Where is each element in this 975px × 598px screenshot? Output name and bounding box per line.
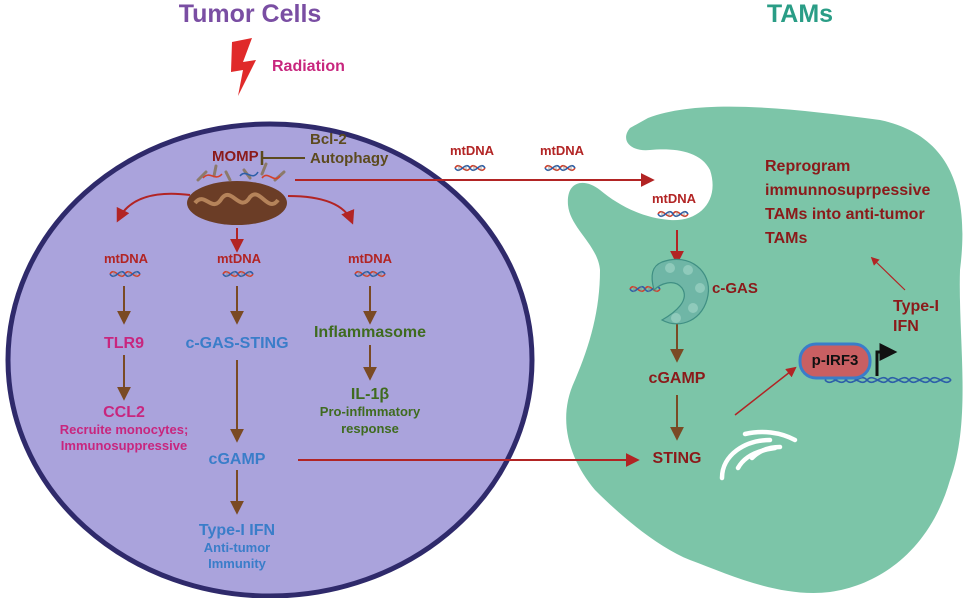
tam-mtdna-label: mtDNA <box>652 191 697 206</box>
radiation-bolt-icon <box>231 38 256 96</box>
tumor-ifn-label: Type-I IFN <box>198 522 276 539</box>
reprogram-line4: TAMs <box>765 230 808 247</box>
ccl2-effect-line1: Recruite monocytes; <box>59 422 189 437</box>
tumor-cgamp-label: cGAMP <box>208 451 266 468</box>
arrow-sting-to-irf3 <box>734 366 797 416</box>
transcription-arrow-icon <box>875 343 898 376</box>
transit-mtdna-label: mtDNA <box>450 143 495 158</box>
mitochondrion-icon <box>187 162 287 225</box>
proinflammatory-line1: Pro-inflmmatory <box>319 404 421 419</box>
tam-ifn-line2: IFN <box>893 318 919 335</box>
tam-ifn-line1: Type-I <box>893 298 939 315</box>
pirf3-label: p-IRF3 <box>811 352 859 369</box>
arrow-ifn-to-reprogram <box>870 256 906 291</box>
pirf3-box <box>798 342 872 380</box>
proinflammatory-line2: response <box>341 421 399 436</box>
tam-cgas-label: c-GAS <box>712 280 758 297</box>
transit-mtdna-label: mtDNA <box>540 143 585 158</box>
title-tams: TAMs <box>766 0 834 28</box>
momp-label: MOMP <box>212 148 259 165</box>
tlr9-label: TLR9 <box>104 335 144 352</box>
reprogram-line2: immunnosuprpessive <box>765 182 931 199</box>
inflammasome-label: Inflammasome <box>313 324 427 341</box>
bcl2-label: Bcl-2 <box>310 131 347 148</box>
autophagy-label: Autophagy <box>310 150 389 167</box>
tam-sting-label: STING <box>652 450 702 467</box>
arrow-mito-right <box>287 195 355 225</box>
title-tumor-cells: Tumor Cells <box>178 0 322 28</box>
antitumor-line1: Anti-tumor <box>203 540 271 555</box>
ccl2-effect-line2: Immunosuppressive <box>60 438 188 453</box>
cgas-sting-label: c-GAS-STING <box>185 335 289 352</box>
mtdna-dna-icon <box>544 164 576 172</box>
center-mtdna-label: mtDNA <box>217 251 262 266</box>
mtdna-dna-icon <box>657 210 689 218</box>
gene-dna-strand-icon <box>824 376 952 384</box>
arrow-mito-left <box>116 192 191 223</box>
left-mtdna-label: mtDNA <box>104 251 149 266</box>
reprogram-line3: TAMs into anti-tumor <box>765 206 925 223</box>
tumor-cell <box>5 121 535 598</box>
radiation-label: Radiation <box>272 58 345 75</box>
antitumor-line2: Immunity <box>208 556 266 571</box>
tam-cgamp-label: cGAMP <box>648 370 706 387</box>
tam-cell <box>566 106 963 593</box>
mtdna-dna-icon <box>454 164 486 172</box>
il1b-label: IL-1β <box>350 386 390 403</box>
cgas-enzyme-icon <box>651 258 710 325</box>
reprogram-line1: Reprogram <box>765 158 851 175</box>
right-mtdna-label: mtDNA <box>348 251 393 266</box>
sting-er-membrane-icon <box>719 429 798 481</box>
ccl2-label: CCL2 <box>103 404 145 421</box>
